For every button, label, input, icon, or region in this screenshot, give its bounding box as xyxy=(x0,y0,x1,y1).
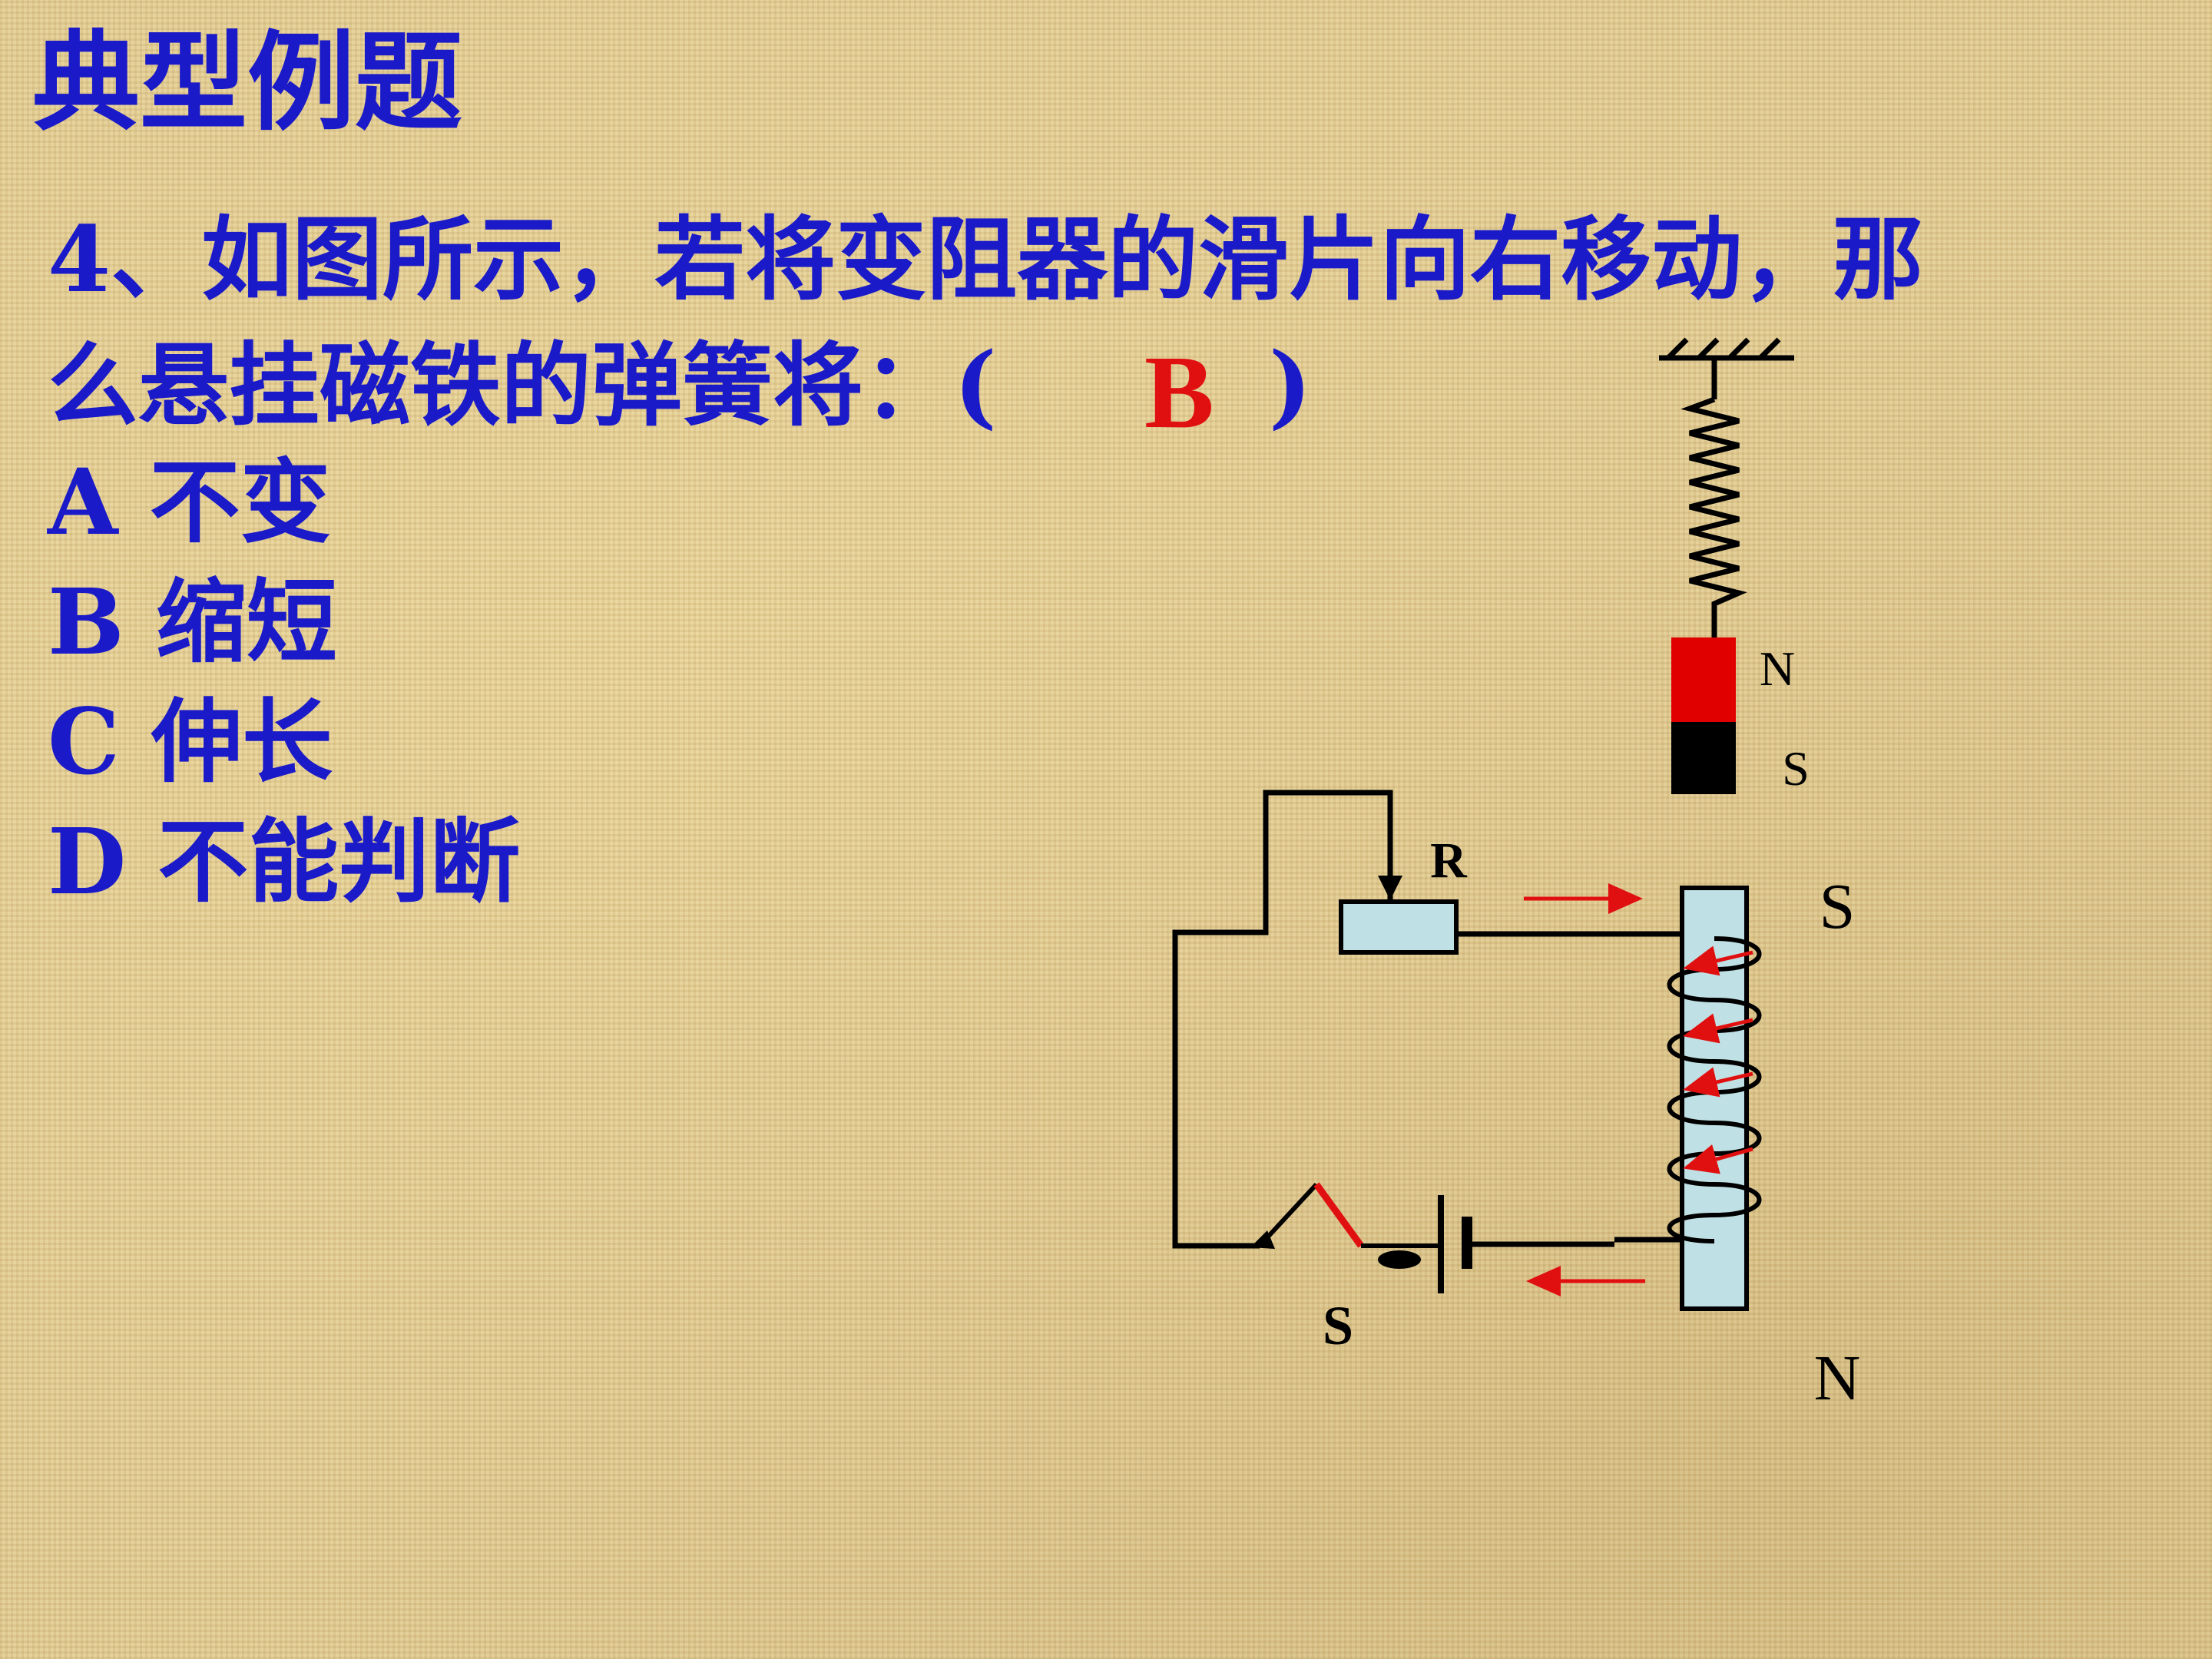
option-text: 不变 xyxy=(149,449,331,555)
option-text: 缩短 xyxy=(155,568,337,675)
switch-label: S xyxy=(1323,1295,1353,1356)
magnet-north-half xyxy=(1671,637,1736,722)
solenoid-core xyxy=(1680,886,1749,1311)
option-letter: C xyxy=(48,688,120,795)
solenoid-bottom-pole-label: N xyxy=(1814,1343,1861,1414)
answer-text: B xyxy=(1144,335,1214,450)
option-c: C 伸长 xyxy=(48,688,333,796)
option-d: D 不能判断 xyxy=(48,808,520,916)
rheostat-label: R xyxy=(1430,833,1468,889)
ceiling-support xyxy=(1659,337,1794,399)
option-letter: D xyxy=(48,808,127,915)
option-letter: A xyxy=(48,449,118,555)
solenoid-top-pole-label: S xyxy=(1820,871,1856,942)
rheostat-slider xyxy=(1378,799,1402,900)
question-line-1: 4、如图所示，若将变阻器的滑片向右移动，那 xyxy=(48,206,1924,313)
option-a: A 不变 xyxy=(48,449,331,556)
option-text: 不能判断 xyxy=(157,808,521,915)
switch xyxy=(1250,1182,1429,1269)
magnet-south-label: S xyxy=(1782,741,1810,796)
rheostat xyxy=(1339,899,1459,955)
battery xyxy=(1429,1195,1472,1293)
slide-title: 典型例题 xyxy=(32,20,463,146)
magnet-north-label: N xyxy=(1760,641,1795,696)
option-letter: B xyxy=(48,568,124,675)
magnet-south-half xyxy=(1671,722,1736,794)
question-line-2: 么悬挂磁铁的弹簧将：( ) xyxy=(48,332,1312,439)
spring xyxy=(1681,396,1747,637)
option-b: B 缩短 xyxy=(48,568,337,676)
coil-current-arrows xyxy=(1683,945,1753,1174)
option-text: 伸长 xyxy=(151,688,333,795)
circuit-wires xyxy=(1172,790,1687,1249)
bar-magnet xyxy=(1671,637,1736,794)
